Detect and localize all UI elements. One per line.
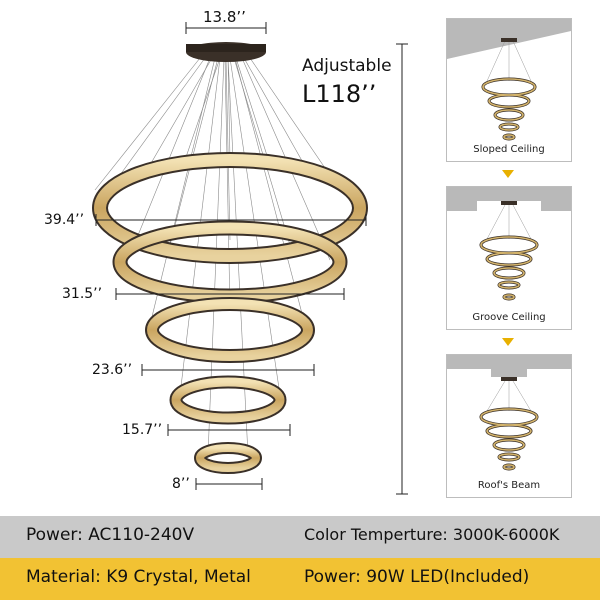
roof-beam-label: Roof's Beam — [477, 480, 541, 491]
arrow-down-icon — [502, 338, 514, 346]
arrow-down-icon — [502, 170, 514, 178]
sloped-ceiling-label: Sloped Ceiling — [473, 144, 545, 155]
adjustable-label: Adjustable — [302, 56, 392, 76]
ring-3-dimension-label: 23.6’’ — [92, 362, 133, 378]
roof-beam-illustration — [447, 355, 571, 471]
groove-ceiling-label: Groove Ceiling — [472, 312, 546, 323]
ring-5-dimension-label: 8’’ — [172, 476, 190, 492]
power-led-spec: Power: 90W LED(Included) — [304, 567, 530, 587]
adjustable-length-label: L118’’ — [302, 80, 377, 108]
canopy-base — [186, 44, 266, 52]
groove-ceiling-panel: Groove Ceiling — [446, 186, 572, 330]
sloped-ceiling-illustration — [447, 19, 571, 141]
sloped-ceiling-panel: Sloped Ceiling — [446, 18, 572, 162]
ring-2-dimension-label: 31.5’’ — [62, 286, 103, 302]
spec-band-material: Material: K9 Crystal, Metal Power: 90W L… — [0, 558, 600, 600]
ring-4-dimension-label: 15.7’’ — [122, 422, 163, 438]
canopy-dimension-label: 13.8’’ — [203, 8, 246, 26]
color-temperature-spec: Color Temperture: 3000K-6000K — [304, 525, 560, 544]
power-spec: Power: AC110-240V — [26, 525, 195, 545]
ring-dimension-lines — [95, 214, 367, 490]
roof-beam-panel: Roof's Beam — [446, 354, 572, 498]
groove-ceiling-illustration — [447, 187, 571, 301]
spec-band-power: Power: AC110-240V Color Temperture: 3000… — [0, 516, 600, 558]
material-spec: Material: K9 Crystal, Metal — [26, 567, 251, 587]
ring-1-dimension-label: 39.4’’ — [44, 212, 85, 228]
chandelier-illustration — [92, 22, 408, 495]
